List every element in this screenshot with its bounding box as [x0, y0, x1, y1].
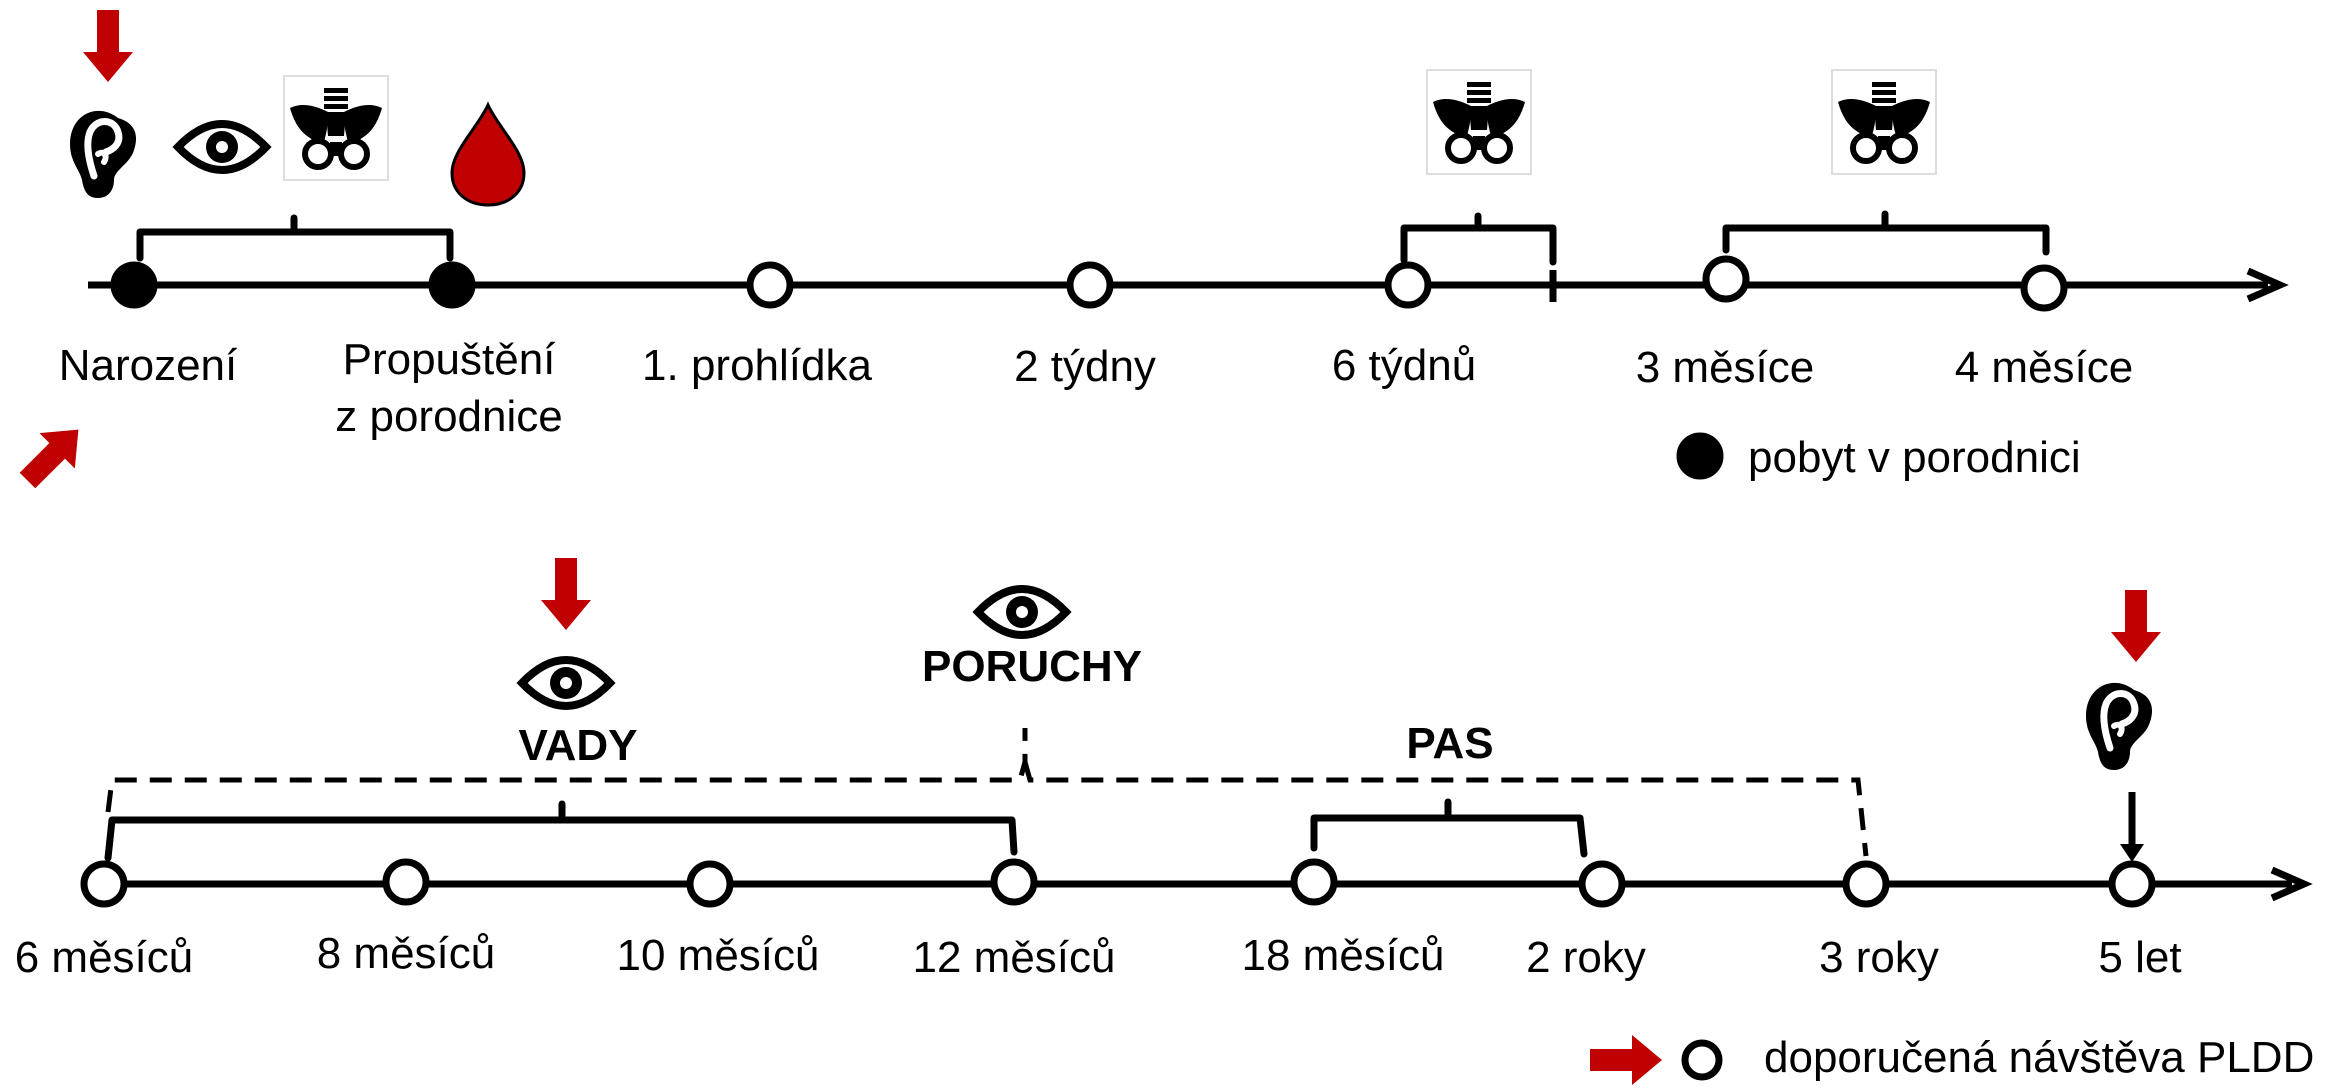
eye-icon — [978, 589, 1066, 635]
label-2-years: 2 roky — [1526, 933, 1646, 982]
ear-icon — [70, 111, 136, 198]
timeline-top-arrowhead — [2246, 267, 2289, 303]
legend-open-label: doporučená návštěva PLDD — [1764, 1033, 2314, 1082]
label-discharge-line1: Propuštění — [343, 335, 557, 384]
node-four-months — [2020, 264, 2068, 312]
label-6-months: 6 měsíců — [15, 933, 194, 982]
node-six-weeks — [1384, 261, 1432, 309]
red-arrow-icon — [19, 429, 79, 489]
red-arrow-icon — [1590, 1035, 1662, 1085]
blood-drop-icon — [450, 103, 526, 207]
label-four-months: 4 měsíce — [1955, 343, 2134, 392]
node-birth — [110, 261, 158, 309]
label-first-check: 1. prohlídka — [642, 341, 872, 390]
legend-filled-label: pobyt v porodnici — [1748, 433, 2081, 482]
red-arrow-icon — [2111, 590, 2161, 662]
label-5-years: 5 let — [2098, 933, 2181, 982]
bracket-three-four-months — [1722, 210, 2050, 256]
label-six-weeks: 6 týdnů — [1332, 341, 1476, 390]
label-two-weeks: 2 týdny — [1014, 342, 1156, 391]
label-8-months: 8 měsíců — [317, 929, 496, 978]
eye-icon — [178, 124, 266, 170]
eye-icon — [522, 660, 610, 706]
bracket-birth-discharge — [136, 214, 454, 262]
ear-pointer-arrowhead — [2120, 844, 2144, 862]
pelvis-icon — [284, 76, 388, 180]
node-8-months — [382, 858, 430, 906]
node-6-months — [80, 860, 128, 908]
node-5-years — [2108, 860, 2156, 908]
bracket-vady — [104, 800, 1018, 862]
node-three-months — [1702, 255, 1750, 303]
label-10-months: 10 měsíců — [617, 931, 820, 980]
ear-icon — [2086, 683, 2152, 770]
label-discharge-line2: z porodnice — [335, 392, 562, 441]
dashed-bracket-right — [1022, 761, 1869, 857]
red-arrow-icon — [541, 558, 591, 630]
bracket-six-weeks — [1400, 212, 1557, 266]
node-3-years — [1842, 860, 1890, 908]
annotation-pas: PAS — [1406, 719, 1493, 768]
node-10-months — [686, 860, 734, 908]
dashed-bracket-left — [105, 728, 1028, 813]
label-3-years: 3 roky — [1819, 933, 1939, 982]
annotation-poruchy: PORUCHY — [922, 642, 1142, 691]
pelvis-icon — [1832, 70, 1936, 174]
label-18-months: 18 měsíců — [1242, 931, 1445, 980]
red-arrow-icon — [83, 10, 133, 82]
pelvis-icon — [1427, 70, 1531, 174]
label-three-months: 3 měsíce — [1636, 343, 1815, 392]
bracket-pas — [1310, 798, 1588, 858]
node-2-years — [1578, 860, 1626, 908]
node-discharge — [428, 261, 476, 309]
node-first-check — [746, 261, 794, 309]
legend-filled-node — [1676, 432, 1724, 480]
node-12-months — [990, 858, 1038, 906]
timeline-bottom-arrowhead — [2270, 866, 2313, 902]
node-two-weeks — [1066, 261, 1114, 309]
node-18-months — [1290, 858, 1338, 906]
label-birth: Narození — [59, 341, 238, 390]
legend-open-node — [1681, 1039, 1723, 1081]
annotation-vady: VADY — [519, 721, 638, 770]
label-12-months: 12 měsíců — [913, 933, 1116, 982]
